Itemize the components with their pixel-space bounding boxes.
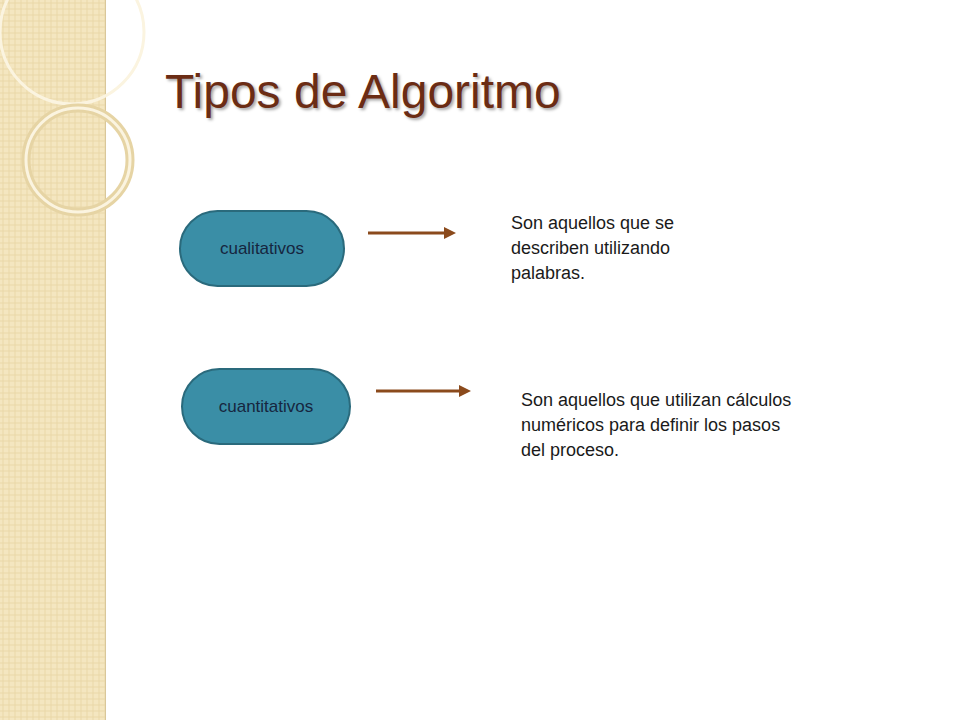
- node-text: cualitativos: [220, 239, 304, 259]
- deco-ring: [0, 0, 144, 104]
- deco-ring: [26, 108, 130, 212]
- pill-node: cuantitativos: [181, 368, 351, 445]
- description-text: Son aquellos que utilizan cálculos numér…: [521, 388, 806, 463]
- band-edge: [105, 0, 106, 720]
- arrow-head: [444, 227, 456, 239]
- arrow-head: [459, 385, 471, 397]
- arrow-line: [368, 232, 448, 235]
- node-text: cuantitativos: [219, 397, 314, 417]
- deco-ring: [26, 108, 130, 212]
- description-text: Son aquellos que se describen utilizando…: [511, 211, 726, 286]
- pill-node: cualitativos: [179, 210, 345, 287]
- arrow-line: [376, 390, 463, 393]
- slide-title: Tipos de Algoritmo: [165, 66, 561, 119]
